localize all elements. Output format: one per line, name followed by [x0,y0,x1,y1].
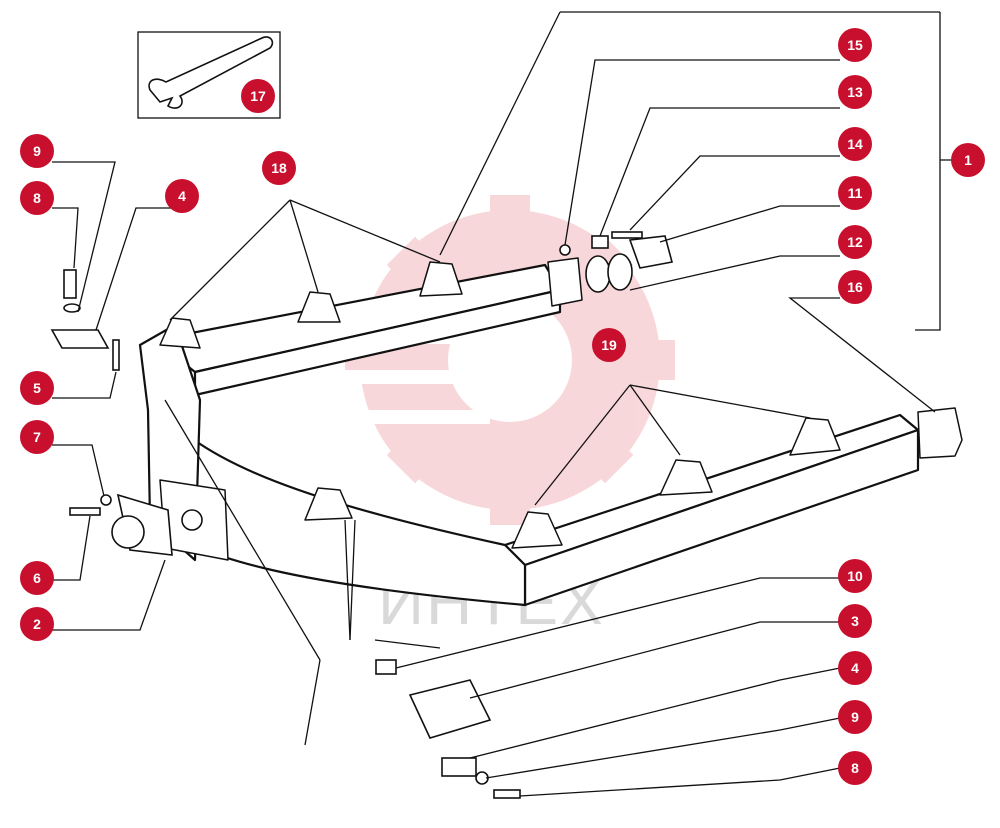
bolt-8-bottom [493,789,521,799]
svg-text:17: 17 [250,88,266,104]
callout-9-bottom: 9 [838,700,872,734]
callout-11: 11 [838,176,872,210]
wrench-box [137,31,281,119]
callout-6: 6 [20,561,54,595]
svg-text:6: 6 [33,570,41,586]
callout-8-bottom: 8 [838,751,872,785]
svg-text:3: 3 [851,613,859,629]
svg-text:8: 8 [33,190,41,206]
grease-nipple-10 [375,659,397,675]
callout-4-bottom: 4 [838,651,872,685]
nut-13 [591,235,609,249]
callout-17: 17 [241,79,275,113]
callout-13: 13 [838,75,872,109]
svg-text:13: 13 [847,84,863,100]
svg-text:11: 11 [848,185,863,201]
callout-1: 1 [951,143,985,177]
callout-3: 3 [838,604,872,638]
washer-7 [100,494,112,506]
pin-5 [112,339,120,371]
callout-15: 15 [838,28,872,62]
bolt-14 [611,231,643,239]
svg-text:9: 9 [851,709,859,725]
svg-text:10: 10 [847,568,863,584]
svg-text:8: 8 [851,760,859,776]
watermark-gear-logo [330,195,675,525]
svg-text:15: 15 [847,37,863,53]
open-end-wrench [148,36,274,109]
svg-text:16: 16 [847,279,863,295]
svg-text:4: 4 [851,660,859,676]
callout-10: 10 [838,559,872,593]
main-frame [138,257,963,607]
svg-text:5: 5 [33,380,41,396]
bolt-6 [69,507,101,516]
callout-4-top: 4 [165,179,199,213]
small-parts [50,231,673,799]
clamp-11 [628,235,673,269]
callout-5: 5 [20,371,54,405]
callout-2: 2 [20,607,54,641]
plate-4-bottom [441,757,477,777]
callout-18: 18 [262,151,296,185]
leader-lines [52,11,962,797]
nut-15 [559,244,571,256]
callout-7: 7 [20,420,54,454]
svg-text:7: 7 [33,429,41,445]
callouts: 1 15 13 14 11 12 16 17 18 19 9 8 4 5 7 6… [20,28,985,785]
callout-8-top: 8 [20,181,54,215]
svg-text:19: 19 [601,337,617,353]
svg-text:18: 18 [271,160,287,176]
bolt-8-top [63,269,77,299]
bushing-12 [585,255,611,293]
callout-19: 19 [592,328,626,362]
svg-text:4: 4 [178,188,186,204]
svg-text:1: 1 [964,152,972,168]
svg-text:14: 14 [847,136,863,152]
washer-9-top [63,303,81,313]
plate-4-left [50,329,110,349]
callout-9-top: 9 [20,134,54,168]
callout-12: 12 [838,225,872,259]
svg-text:2: 2 [33,616,41,632]
svg-text:12: 12 [847,234,863,250]
callout-14: 14 [838,127,872,161]
pin-3 [408,679,492,739]
svg-text:9: 9 [33,143,41,159]
callout-16: 16 [838,270,872,304]
hitch-ball [111,515,145,549]
